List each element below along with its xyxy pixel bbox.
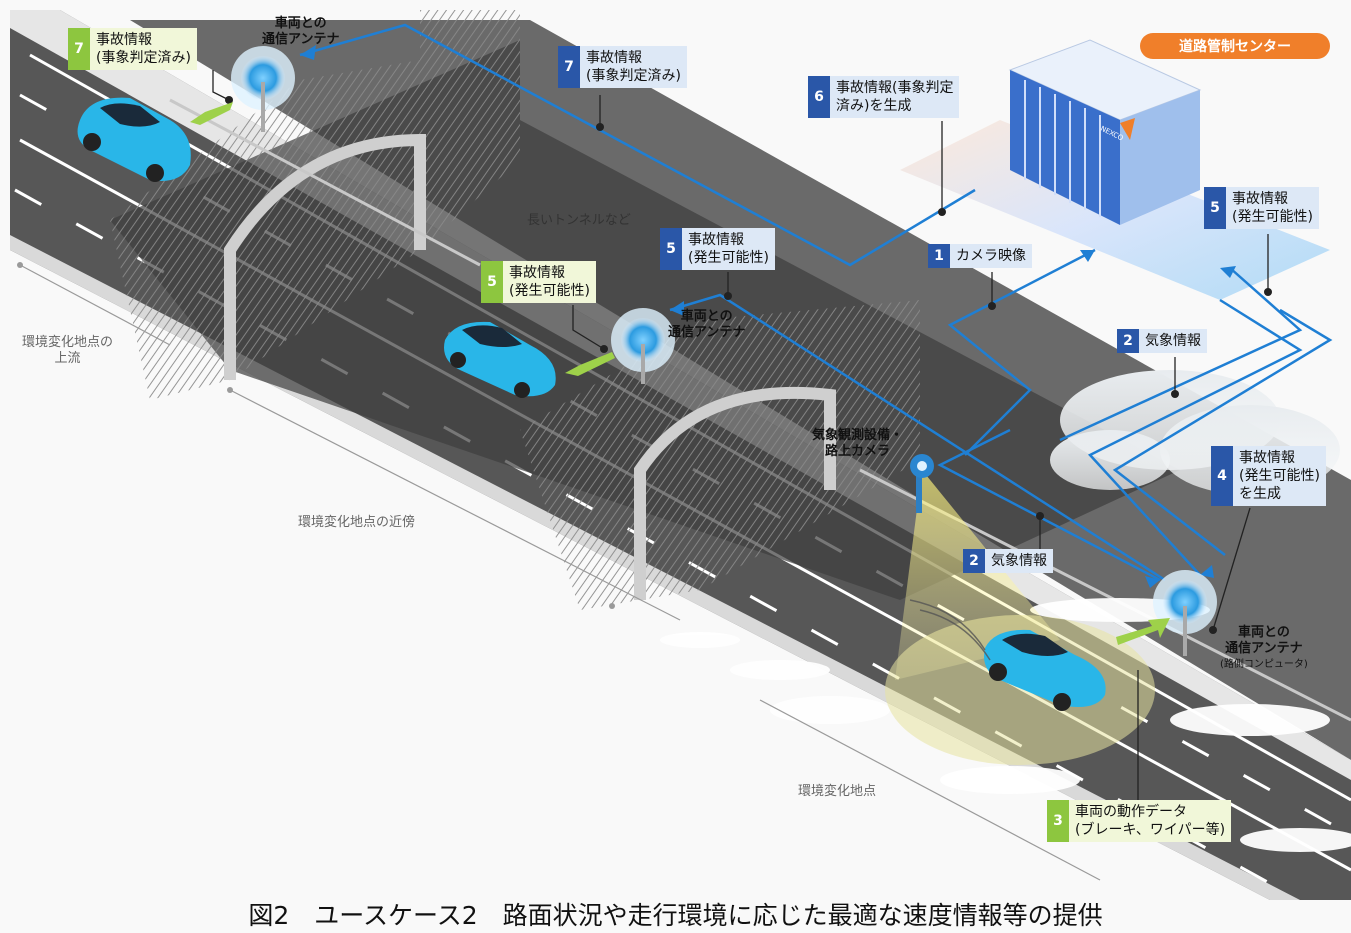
flow-lines: [299, 23, 1333, 582]
antenna-middle-label: 車両との 通信アンテナ: [668, 309, 746, 340]
car-middle: [444, 321, 556, 398]
label-number: 7: [68, 28, 90, 70]
label-number: 3: [1047, 800, 1069, 842]
weather-camera: [910, 454, 934, 513]
antenna-right-label: 車両との 通信アンテナ (路側コンピュータ): [1220, 625, 1308, 670]
label-text: カメラ映像: [950, 244, 1032, 268]
place-upstream: 環境変化地点の 上流: [22, 335, 114, 366]
tunnel-note: 長いトンネルなど: [527, 213, 631, 228]
label-text: 事故情報 (発生可能性): [503, 261, 596, 303]
label-text: 車両の動作データ (ブレーキ、ワイパー等): [1069, 800, 1232, 842]
label-number: 5: [1204, 187, 1226, 229]
label-5-right: 5 事故情報 (発生可能性): [1204, 187, 1319, 229]
label-text: 事故情報 (発生可能性): [682, 228, 775, 270]
label-7-blue: 7 事故情報 (事象判定済み): [558, 46, 687, 88]
camera-beam: [895, 470, 1060, 680]
label-text: 事故情報 (発生可能性): [1226, 187, 1319, 229]
antenna-top-label: 車両との 通信アンテナ: [262, 16, 340, 47]
tunnel-portal-1: [224, 133, 426, 380]
label-number: 4: [1211, 446, 1233, 506]
label-2-right: 2 気象情報: [1117, 329, 1207, 353]
label-text: 気象情報: [1139, 329, 1207, 353]
label-2-middle: 2 気象情報: [963, 549, 1053, 573]
label-number: 2: [963, 549, 985, 573]
place-nearby: 環境変化地点の近傍: [298, 515, 416, 530]
place-point: 環境変化地点: [798, 784, 877, 799]
label-text: 気象情報: [985, 549, 1053, 573]
label-7-green: 7 事故情報 (事象判定済み): [68, 28, 197, 70]
label-6: 6 事故情報(事象判定 済み)を生成: [808, 76, 960, 118]
label-number: 5: [660, 228, 682, 270]
label-text: 事故情報(事象判定 済み)を生成: [830, 76, 960, 118]
tunnel-wall-left: [110, 60, 420, 400]
control-center-building: [1008, 39, 1202, 225]
label-number: 6: [808, 76, 830, 118]
label-number: 1: [928, 244, 950, 268]
antenna-top: [231, 46, 295, 132]
antenna-middle: [611, 308, 675, 384]
antenna-right: [1153, 570, 1217, 656]
label-number: 5: [481, 261, 503, 303]
label-4: 4 事故情報 (発生可能性) を生成: [1211, 446, 1326, 506]
car-top: [77, 97, 191, 182]
label-1: 1 カメラ映像: [928, 244, 1032, 268]
label-3: 3 車両の動作データ (ブレーキ、ワイパー等): [1047, 800, 1232, 842]
label-text: 事故情報 (発生可能性) を生成: [1233, 446, 1326, 506]
figure-caption: 図2 ユースケース2 路面状況や走行環境に応じた最適な速度情報等の提供: [248, 901, 1103, 930]
tunnel-wall-right: [520, 300, 920, 610]
weather-station-label: 気象観測設備・ 路上カメラ: [812, 428, 904, 459]
tunnel-portal-2: [634, 386, 836, 600]
control-center-badge: 道路管制センター: [1140, 33, 1330, 59]
label-text: 事故情報 (事象判定済み): [90, 28, 197, 70]
label-text: 事故情報 (事象判定済み): [580, 46, 687, 88]
label-5-green: 5 事故情報 (発生可能性): [481, 261, 596, 303]
label-5-middle: 5 事故情報 (発生可能性): [660, 228, 775, 270]
label-number: 2: [1117, 329, 1139, 353]
car-bottom: [984, 629, 1106, 711]
label-number: 7: [558, 46, 580, 88]
signal-arrows: [190, 102, 1170, 645]
